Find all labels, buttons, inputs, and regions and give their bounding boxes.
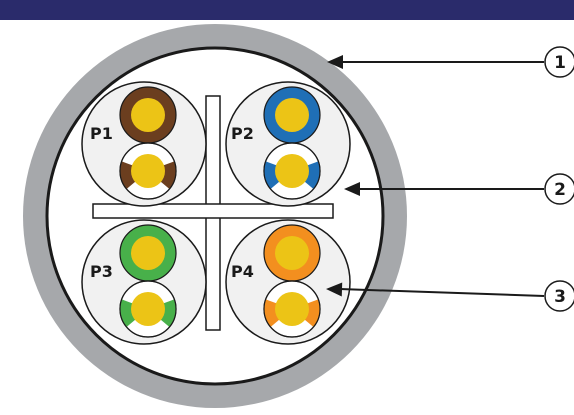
striped-insulation-outline (119, 142, 177, 200)
copper-conductor (275, 292, 309, 326)
callout-3: 3 (326, 280, 574, 312)
callouts: 1 2 3 (326, 46, 574, 312)
callout-badge (544, 173, 574, 205)
copper-conductor (131, 98, 165, 132)
striped-insulation-outline (119, 280, 177, 338)
callout-2: 2 (344, 173, 574, 205)
striped-insulation-outline (263, 280, 321, 338)
callout-arrowhead (327, 55, 343, 69)
copper-conductor (131, 154, 165, 188)
header-bar (0, 0, 574, 20)
callout-badge (544, 46, 574, 78)
pair-p3: P3 (81, 219, 207, 345)
copper-conductor (275, 98, 309, 132)
copper-conductor (131, 236, 165, 270)
pair-p4: P4 (225, 219, 351, 345)
copper-conductor (275, 236, 309, 270)
pair-p1: P1 (81, 81, 207, 207)
striped-insulation-outline (263, 142, 321, 200)
pair-label: P4 (231, 262, 254, 281)
separator-center (207, 205, 219, 217)
callout-leader-line (339, 288, 545, 297)
callout-arrowhead (344, 182, 360, 196)
pair-p2: P2 (225, 81, 351, 207)
copper-conductor (131, 292, 165, 326)
callout-badge (544, 280, 574, 312)
callout-number: 1 (554, 53, 566, 73)
pair-label: P2 (231, 124, 254, 143)
callout-number: 2 (554, 180, 566, 200)
pair-label: P1 (90, 124, 113, 143)
callout-arrowhead (326, 282, 343, 297)
copper-conductor (275, 154, 309, 188)
callout-number: 3 (554, 287, 566, 307)
callout-1: 1 (327, 46, 574, 78)
pair-label: P3 (90, 262, 113, 281)
